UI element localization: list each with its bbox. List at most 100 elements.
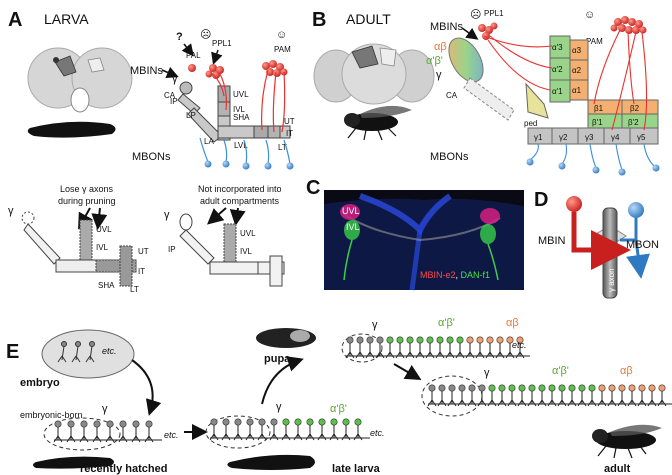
neuron-soma bbox=[648, 384, 656, 392]
panel-e: E etc. embryo embryonic-born γ etc. rece… bbox=[6, 317, 672, 475]
neuron-soma bbox=[426, 336, 434, 344]
neuron-arbor bbox=[427, 391, 437, 407]
neuron-arbor bbox=[495, 343, 505, 359]
neuron-soma bbox=[80, 420, 88, 428]
a1-label: α1 bbox=[572, 86, 582, 95]
neuron-soma bbox=[354, 418, 362, 426]
apbp-e2: α'β' bbox=[330, 403, 347, 415]
g3-label: γ3 bbox=[585, 133, 594, 142]
pruning-gamma: γ bbox=[8, 205, 14, 217]
etc-embryo: etc. bbox=[102, 346, 117, 356]
neuron-arbor bbox=[209, 425, 219, 441]
neuron-soma bbox=[486, 336, 494, 344]
neuron-arbor bbox=[647, 391, 657, 407]
neuron-soma bbox=[438, 384, 446, 392]
neuron-soma bbox=[106, 420, 114, 428]
neuron-arbor bbox=[317, 425, 327, 441]
panel-e-letter: E bbox=[6, 341, 19, 363]
neuron-arbor bbox=[105, 427, 115, 443]
pruning-ut: UT bbox=[138, 247, 149, 256]
panel-a-letter: A bbox=[8, 9, 22, 31]
mbon-somas-b bbox=[526, 158, 660, 176]
late-larva-label: late larva bbox=[332, 463, 381, 475]
neuron-arbor bbox=[66, 427, 76, 443]
pruning-it: IT bbox=[138, 267, 145, 276]
adult-fly-e bbox=[592, 424, 662, 459]
late-larva-silhouette bbox=[227, 454, 315, 470]
neuron-arbor bbox=[131, 427, 141, 443]
pruning-text-2: during pruning bbox=[58, 196, 116, 206]
neuron-soma bbox=[318, 418, 326, 426]
neuron-arbor bbox=[92, 427, 102, 443]
pruning-lt: LT bbox=[130, 285, 139, 294]
neuron-soma bbox=[476, 336, 484, 344]
neuron-arbor bbox=[365, 343, 375, 359]
neuron-arbor bbox=[375, 343, 385, 359]
panel-b: B ADULT MBINs ☹ PPL1 ☺ PAM αβ α'β' bbox=[312, 9, 660, 176]
mbin-soma-d bbox=[566, 196, 582, 212]
neuron-soma bbox=[396, 336, 404, 344]
uvl-label-a: UVL bbox=[233, 90, 249, 99]
adult-text-1: Not incorporated into bbox=[198, 184, 282, 194]
neuron-arbor bbox=[144, 427, 154, 443]
pupa-label: pupa bbox=[264, 353, 291, 365]
panel-d-letter: D bbox=[534, 189, 548, 211]
neuron-soma bbox=[119, 420, 127, 428]
ca-label-b: CA bbox=[446, 91, 458, 100]
neuron-soma bbox=[448, 384, 456, 392]
neuron-arbor bbox=[497, 391, 507, 407]
adult-fly-silhouette bbox=[344, 105, 412, 141]
g5-label: γ5 bbox=[637, 133, 646, 142]
neuron-arbor bbox=[345, 343, 355, 359]
embryo-oval bbox=[41, 329, 135, 379]
gamma-lobe-b bbox=[527, 127, 659, 145]
neuron-soma bbox=[456, 336, 464, 344]
pruning-schematic: γ UVL IVL UT IT LT SHA bbox=[8, 205, 149, 294]
adult-sub-ivl: IVL bbox=[240, 247, 253, 256]
mbins-label-b: MBINs bbox=[430, 21, 464, 33]
adult-label: adult bbox=[604, 463, 631, 475]
gamma-e2: γ bbox=[276, 401, 282, 413]
adult-brain-illustration bbox=[313, 43, 435, 105]
sad-face-icon-b: ☹ bbox=[470, 9, 481, 21]
neuron-soma bbox=[488, 384, 496, 392]
neuron-soma bbox=[406, 336, 414, 344]
a1p-label: α'1 bbox=[552, 87, 563, 96]
gamma-e1: γ bbox=[102, 403, 108, 415]
legend-dan-f1: DAN-f1 bbox=[461, 270, 491, 280]
g4-label: γ4 bbox=[611, 133, 620, 142]
neuron-arbor bbox=[527, 391, 537, 407]
gamma-axon-label: γ axon bbox=[607, 268, 616, 292]
mbin-fibers-a bbox=[212, 69, 286, 133]
gamma-label-b: γ bbox=[436, 69, 442, 81]
neuron-arbor bbox=[341, 425, 351, 441]
ppl1-cluster-a bbox=[205, 64, 224, 79]
mbon-fibers-b bbox=[529, 143, 655, 171]
neuron-arbor bbox=[355, 343, 365, 359]
ppl1-label-b: PPL1 bbox=[484, 9, 504, 18]
mbins-label-a: MBINs bbox=[130, 65, 164, 77]
etc-pupa: etc. bbox=[512, 340, 527, 350]
neuron-arbor bbox=[269, 425, 279, 441]
pal-neuron bbox=[188, 64, 196, 72]
calyx-b bbox=[448, 37, 484, 83]
neuron-arbor bbox=[435, 343, 445, 359]
a3p-label: α'3 bbox=[552, 43, 563, 52]
neuron-arbor bbox=[607, 391, 617, 407]
ab-e3: αβ bbox=[506, 317, 519, 329]
g2-label: γ2 bbox=[559, 133, 568, 142]
ped-label-b: ped bbox=[524, 119, 537, 128]
neuron-arbor bbox=[657, 391, 667, 407]
not-incorporated-schematic: γ IP UVL IVL bbox=[164, 209, 285, 287]
neuron-arbor bbox=[475, 343, 485, 359]
neuron-arbor bbox=[487, 391, 497, 407]
neuron-soma bbox=[528, 384, 536, 392]
adult-sub-gamma: γ bbox=[164, 209, 170, 221]
vertical-lobes-b bbox=[549, 35, 589, 103]
neuron-arbor bbox=[281, 425, 291, 441]
peduncle-b bbox=[463, 77, 515, 121]
neuron-soma bbox=[54, 420, 62, 428]
neuron-soma bbox=[234, 418, 242, 426]
mbons-label-a: MBONs bbox=[132, 151, 171, 163]
pupa-neuron-row bbox=[345, 336, 530, 359]
